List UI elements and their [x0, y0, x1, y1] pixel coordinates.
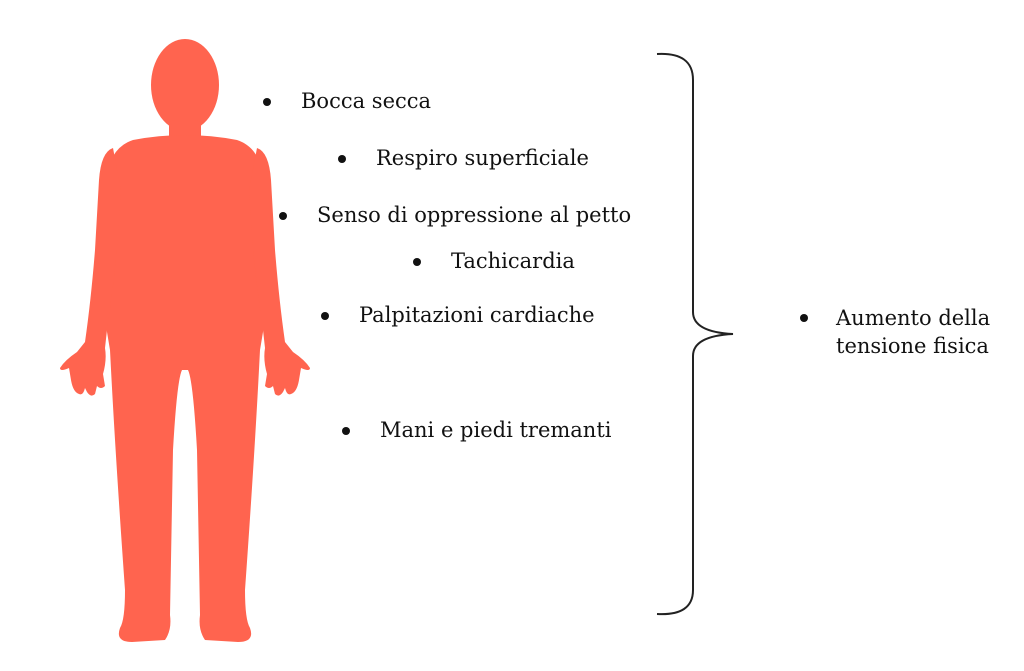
- bullet-icon: [321, 311, 329, 320]
- result-label: Aumento della tensione fisica: [836, 304, 1016, 361]
- bullet-icon: [338, 154, 346, 163]
- human-body-silhouette-icon: [60, 39, 310, 642]
- symptom-label: Respiro superficiale: [376, 146, 589, 170]
- right-curly-brace-icon: [656, 52, 734, 616]
- symptom-label: Senso di oppressione al petto: [317, 203, 632, 227]
- symptom-label: Bocca secca: [301, 89, 432, 113]
- bullet-icon: [279, 211, 287, 220]
- symptom-label: Tachicardia: [451, 249, 575, 273]
- symptom-label: Mani e piedi tremanti: [380, 418, 612, 442]
- symptom-tachicardia: Tachicardia: [413, 251, 575, 272]
- symptom-palpitazioni: Palpitazioni cardiache: [321, 305, 595, 326]
- bullet-icon: [413, 257, 421, 266]
- symptom-respiro-superficiale: Respiro superficiale: [338, 148, 589, 169]
- result-label-line1: Aumento della: [836, 306, 991, 330]
- symptom-bocca-secca: Bocca secca: [263, 91, 431, 112]
- result-aumento-tensione: Aumento della tensione fisica: [800, 304, 1016, 361]
- bullet-icon: [263, 97, 271, 106]
- result-label-line2: tensione fisica: [836, 334, 989, 359]
- symptom-label: Palpitazioni cardiache: [359, 303, 595, 327]
- bullet-icon: [342, 426, 350, 435]
- bullet-icon: [800, 314, 808, 322]
- symptom-senso-oppressione: Senso di oppressione al petto: [279, 205, 631, 226]
- symptom-mani-piedi-tremanti: Mani e piedi tremanti: [342, 420, 611, 441]
